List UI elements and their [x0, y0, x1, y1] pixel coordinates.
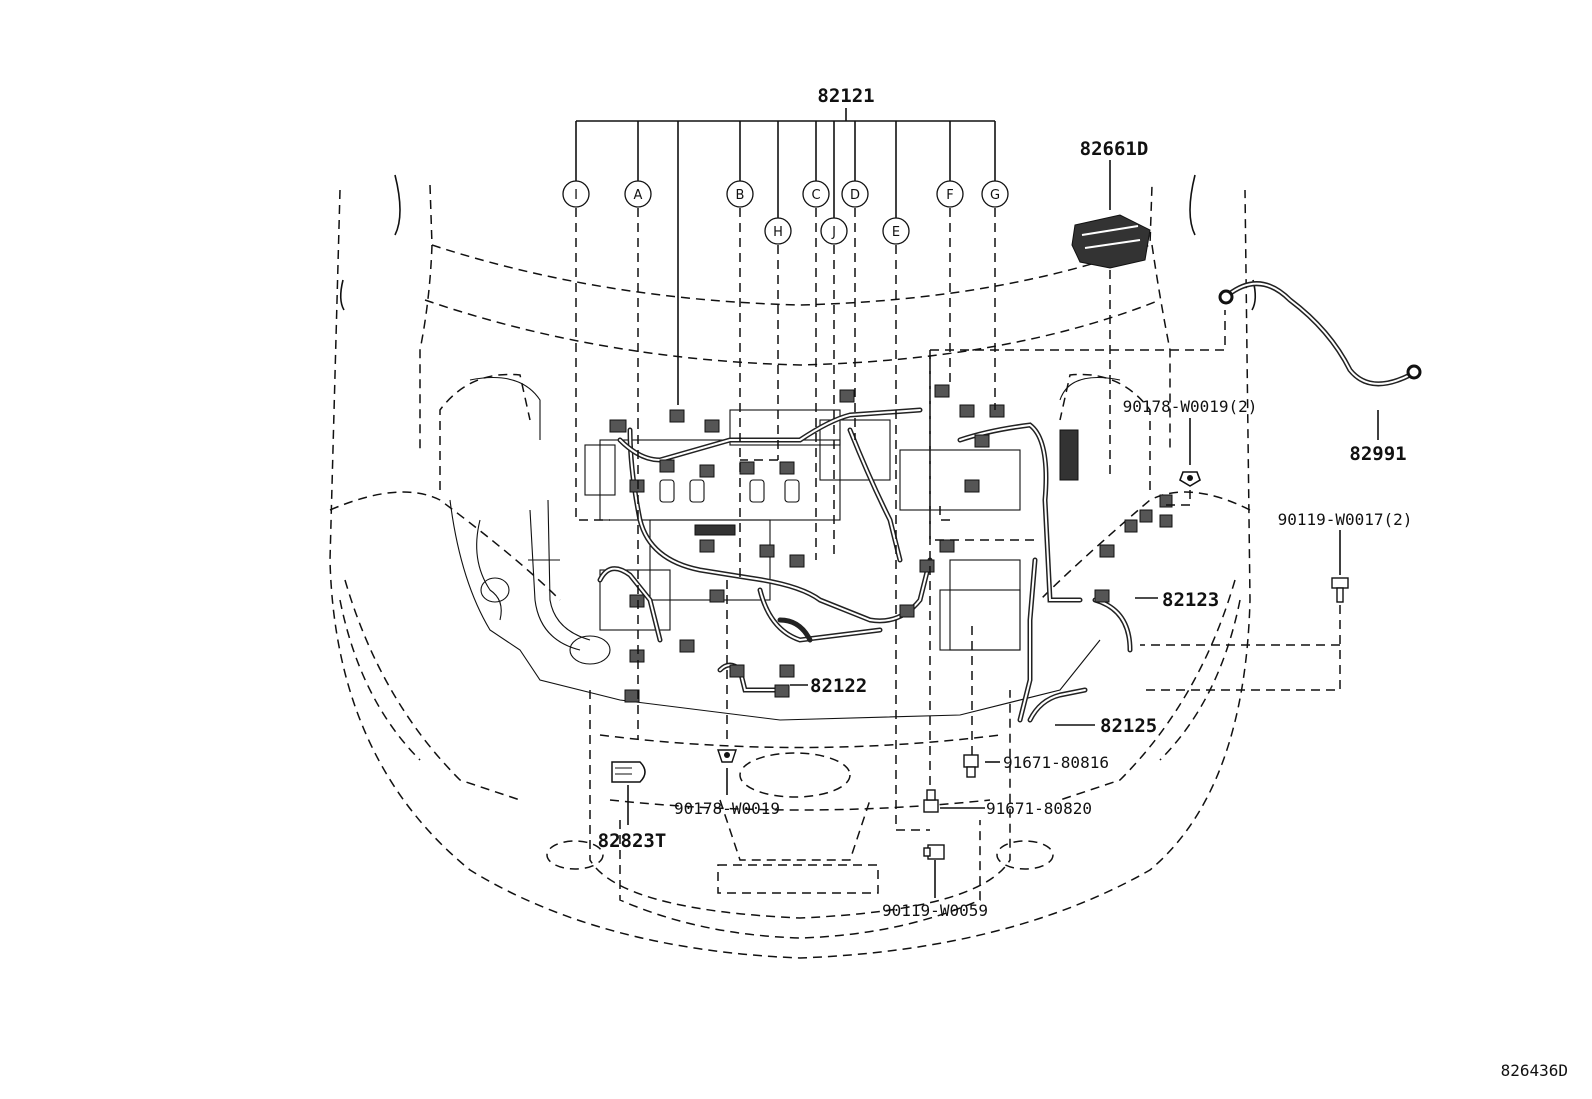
callout-leaders [575, 108, 1379, 898]
clip-90178-W0019 [717, 749, 737, 763]
bolt-90119-W0059 [923, 844, 945, 860]
label-82123: 82123 [1162, 589, 1219, 611]
bolt-91671-80816 [963, 754, 979, 778]
svg-text:H: H [773, 225, 783, 240]
svg-text:C: C [811, 188, 820, 203]
label-82823T: 82823T [598, 830, 667, 852]
callout-F: F [936, 180, 964, 208]
callout-C: C [802, 180, 830, 208]
callout-D: D [841, 180, 869, 208]
nut-90178-2 [1179, 471, 1201, 487]
svg-text:D: D [850, 188, 860, 203]
callout-A: A [624, 180, 652, 208]
label-82125: 82125 [1100, 715, 1157, 737]
engine-bay [449, 376, 1121, 721]
figure-code: 826436D [1501, 1061, 1568, 1080]
label-90178-W0019: 90178-W0019 [674, 799, 780, 818]
callout-J: J [820, 217, 848, 245]
relay-block-82661D [1071, 214, 1151, 269]
label-82121: 82121 [817, 85, 874, 107]
label-91671-80816: 91671-80816 [1003, 753, 1109, 772]
label-82991: 82991 [1349, 443, 1406, 465]
cable-82991 [1218, 281, 1422, 387]
cylinder-caps [659, 479, 800, 503]
label-91671-80820: 91671-80820 [986, 799, 1092, 818]
svg-text:G: G [990, 188, 1000, 203]
bolt-90119-2 [1331, 577, 1349, 603]
part-labels: 82121 82661D 82991 90178-W0019(2) 90119-… [598, 85, 1568, 1080]
svg-text:A: A [634, 188, 643, 203]
label-82661D: 82661D [1080, 138, 1149, 160]
callout-G: G [981, 180, 1009, 208]
svg-text:J: J [831, 225, 836, 240]
label-90119-W0059: 90119-W0059 [882, 901, 988, 920]
connectors [609, 384, 1173, 703]
svg-text:B: B [736, 188, 745, 203]
wire-harness [597, 384, 1173, 723]
callout-H: H [764, 217, 792, 245]
label-90178-2: 90178-W0019(2) [1123, 397, 1258, 416]
callout-B: B [726, 180, 754, 208]
holder-82823T [611, 761, 646, 783]
callout-E: E [882, 217, 910, 245]
callout-circles: I A B H C J D E F G [562, 180, 1009, 245]
label-82122: 82122 [810, 675, 867, 697]
svg-text:I: I [574, 188, 578, 203]
bolt-91671-80820 [923, 789, 939, 813]
part-shapes [611, 214, 1422, 860]
callout-I: I [562, 180, 590, 208]
label-90119-2: 90119-W0017(2) [1278, 510, 1413, 529]
svg-text:F: F [946, 188, 953, 203]
svg-text:E: E [892, 225, 900, 240]
